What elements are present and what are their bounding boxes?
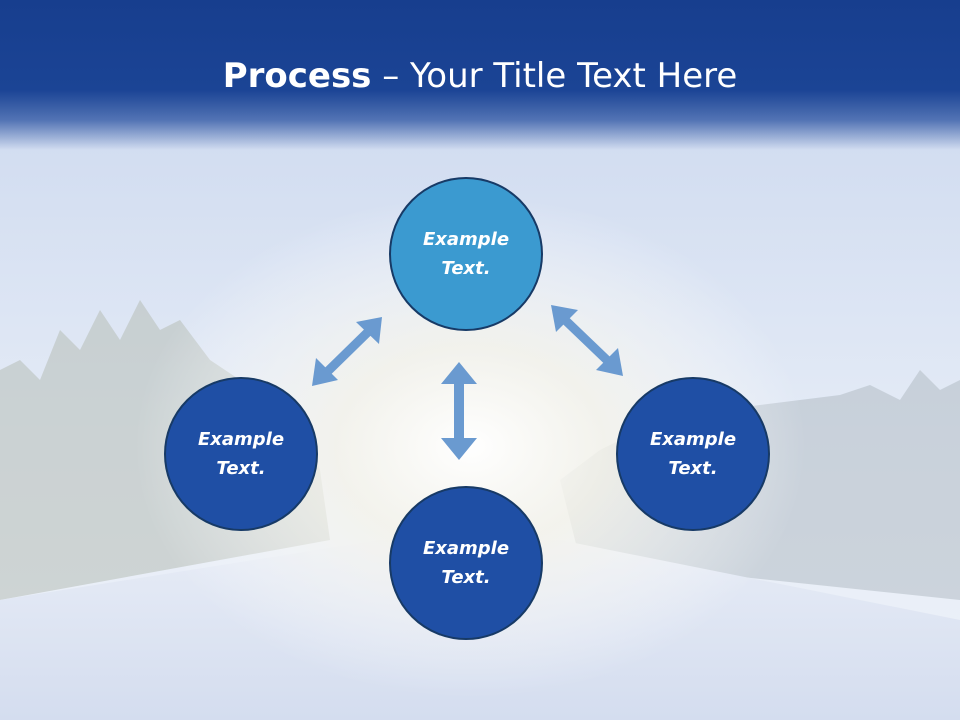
process-node-left[interactable]: Example Text. — [164, 377, 318, 531]
process-node-bottom[interactable]: Example Text. — [389, 486, 543, 640]
slide-title: Process – Your Title Text Here — [0, 54, 960, 98]
node-left-label: Example Text. — [197, 429, 285, 479]
process-node-top[interactable]: Example Text. — [389, 177, 543, 331]
title-banner — [0, 0, 960, 150]
process-node-right[interactable]: Example Text. — [616, 377, 770, 531]
node-top-label: Example Text. — [422, 229, 510, 279]
title-bold: Process — [222, 56, 372, 96]
title-rest: – Your Title Text Here — [371, 56, 738, 96]
node-bottom-label: Example Text. — [422, 538, 510, 588]
node-right-label: Example Text. — [649, 429, 737, 479]
